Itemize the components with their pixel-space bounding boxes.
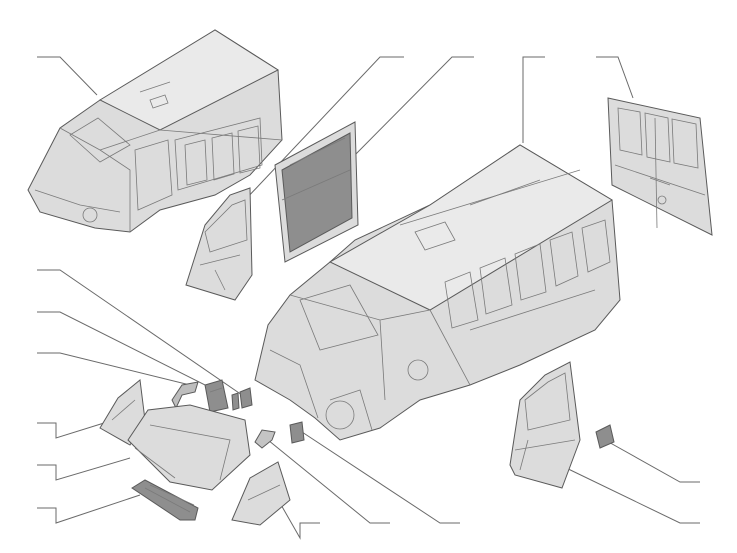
leader-sliding-door [347,56,474,163]
leader-hood-bracket [37,311,216,391]
fuel-filler-door [595,424,615,449]
leader-rear-doors [596,56,634,99]
fender-right [231,461,291,526]
rear-doors [607,97,713,236]
body-shell [254,144,621,441]
hinge-small [231,387,253,411]
leader-fender-right [279,502,320,540]
leader-fuel-flap [301,431,460,524]
leader-grille [37,494,141,524]
hood-bracket [204,379,229,413]
leader-hood [37,457,131,481]
leader-fuel-hinge [267,439,390,524]
leader-hinge-hood [37,352,191,386]
fuel-flap [289,421,305,444]
leader-front-door-left [244,56,404,201]
leader-assembled-body [37,56,98,96]
leader-filler-door [604,439,700,483]
sliding-door [274,121,359,263]
assembled-body [27,29,283,233]
front-door-left [185,187,253,301]
leader-body-shell [522,56,545,143]
leader-fender-left [37,422,105,439]
front-door-right [509,361,581,489]
fender-left [99,379,146,446]
leader-front-door-right [559,464,700,524]
leader-lines [37,56,700,540]
hinge-hood [171,381,199,410]
leader-hinge-small [37,269,243,396]
hood [127,404,251,491]
radiator-grille [131,479,199,521]
fuel-flap-hinge [254,429,276,449]
